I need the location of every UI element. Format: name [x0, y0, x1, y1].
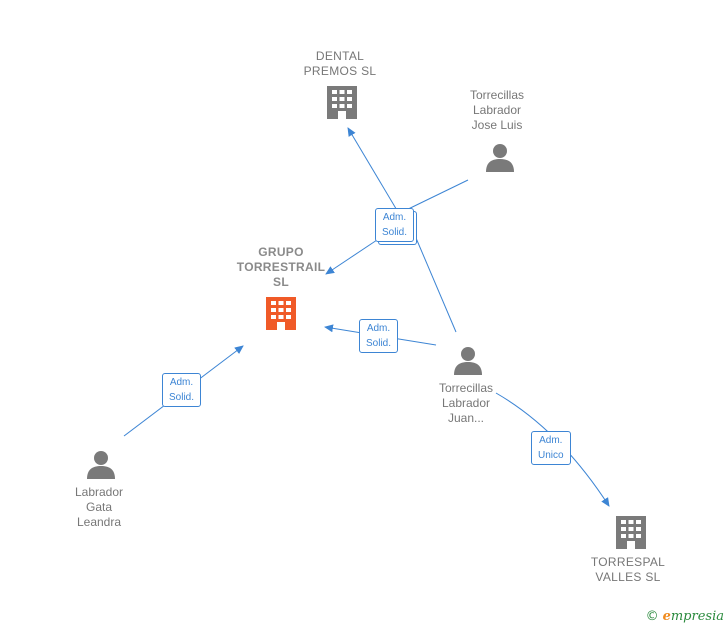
dental-building-icon[interactable]: [327, 86, 357, 119]
torrespal-label[interactable]: TORRESPAL VALLES SL: [590, 555, 666, 584]
brand-e: e: [662, 609, 671, 624]
grupo-building-icon[interactable]: [266, 297, 296, 330]
jose-label[interactable]: Torrecillas Labrador Jose Luis: [469, 88, 525, 132]
juan-label[interactable]: Torrecillas Labrador Juan...: [438, 381, 494, 425]
edge-label-left[interactable]: Adm. Solid.: [162, 373, 202, 407]
empresia-watermark: ©empresia: [646, 609, 724, 624]
grupo-label[interactable]: GRUPO TORRESTRAIL SL: [236, 245, 326, 289]
jose-person-icon[interactable]: [486, 144, 514, 172]
edge-top-to-grupo: [325, 237, 381, 275]
edge-jose-to-dental: [347, 127, 399, 213]
torrespal-building-icon[interactable]: [616, 516, 646, 549]
edge-label-unico[interactable]: Adm. Unico: [531, 431, 571, 465]
edge-label-top[interactable]: Adm. Solid.: [375, 208, 415, 242]
edge-juan-line-top: [415, 237, 457, 333]
juan-person-icon[interactable]: [454, 347, 482, 375]
leandra-label[interactable]: Labrador Gata Leandra: [74, 485, 124, 529]
leandra-person-icon[interactable]: [87, 451, 115, 479]
edge-label-mid[interactable]: Adm. Solid.: [359, 319, 399, 353]
brand-rest: mpresia: [670, 609, 724, 624]
copyright-symbol: ©: [645, 609, 659, 624]
dental-label[interactable]: DENTAL PREMOS SL: [303, 49, 377, 78]
